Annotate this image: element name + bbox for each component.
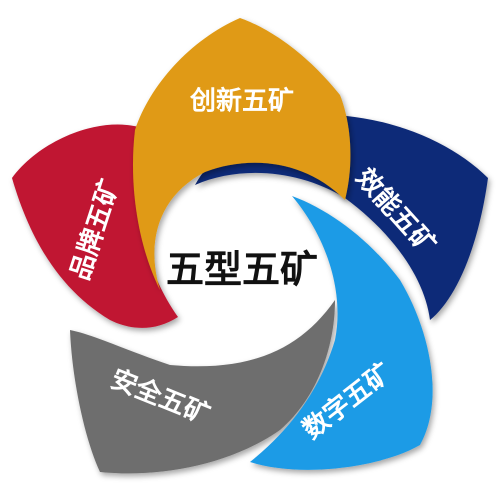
petal-safety: 安全五矿 [70, 300, 335, 474]
center-label: 五型五矿 [166, 248, 318, 292]
petal-efficiency-shape [195, 114, 488, 320]
petal-innovation: 创新五矿 [132, 18, 351, 290]
petal-safety-shape [70, 300, 335, 474]
petal-digital: 数字五矿 [250, 196, 433, 470]
petal-efficiency: 效能五矿 [195, 114, 488, 320]
petal-innovation-label: 创新五矿 [189, 86, 294, 117]
petal-digital-shape [250, 196, 433, 470]
petal-innovation-shape [132, 18, 351, 290]
